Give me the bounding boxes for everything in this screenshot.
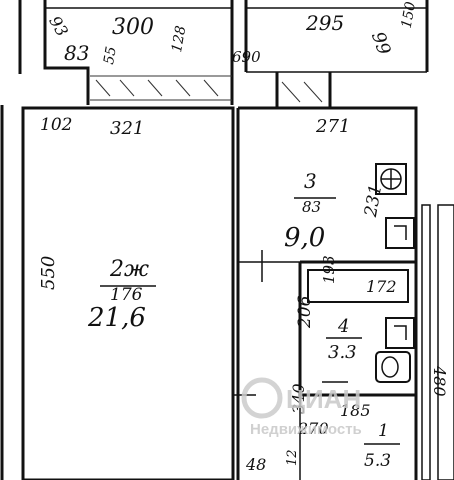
dim-top-left-rot: 128	[169, 24, 189, 53]
dim-top-right-width: 295	[305, 11, 344, 35]
bathtub-icon	[307, 269, 409, 303]
dim-wc-height: 340	[289, 383, 308, 414]
room-bath-number: 4	[337, 316, 349, 337]
room-hall-number: 1	[378, 421, 389, 441]
sink-icon	[385, 217, 415, 249]
room-kitchen-height: 83	[302, 198, 321, 216]
watermark-text: ЦИАН	[286, 384, 361, 414]
dim-top-left-depth: 93	[45, 13, 72, 40]
washbasin-icon	[385, 317, 415, 349]
dim-bath-width: 172	[366, 277, 397, 296]
dim-top-right-depth: 99	[367, 29, 395, 58]
dim-top-left-inner: 83	[64, 41, 89, 65]
dim-top-left-mark: 55	[101, 45, 120, 65]
room-living-area: 21,6	[87, 303, 146, 333]
room-kitchen-area: 9,0	[284, 223, 325, 253]
fixtures	[232, 163, 415, 396]
dim-hall-height: 206	[295, 295, 315, 329]
dim-corner: 102	[40, 115, 72, 135]
dim-room-height: 550	[38, 256, 59, 290]
room-kitchen-number: 3	[304, 169, 317, 193]
room-labels: 2ж 176 21,6 3 83 9,0 4 3.3 1 5.3	[87, 169, 400, 471]
dim-door-small: 12	[285, 449, 300, 466]
toilet-icon	[375, 351, 411, 383]
room-bath-area: 3.3	[328, 342, 357, 363]
dim-gap: 690	[232, 48, 261, 66]
dim-corridor-depth: 185	[340, 401, 371, 420]
room-living-number: 2ж	[109, 257, 149, 282]
dim-room-width: 321	[110, 118, 144, 139]
dim-door-offset: 48	[245, 455, 266, 474]
watermark: ЦИАН Недвижимость	[241, 377, 362, 438]
dim-bath-depth: 193	[320, 255, 338, 284]
window-hatch	[95, 79, 323, 103]
dim-kitchen-width: 271	[315, 116, 350, 137]
dimension-labels: 300 295 93 99 150 83 55 128 690 102 321 …	[38, 0, 449, 474]
dim-right-edge: 480	[430, 365, 449, 397]
room-living-height: 176	[110, 285, 143, 305]
dim-top-right-small: 150	[399, 0, 419, 29]
dim-corridor-width: 270	[297, 419, 329, 438]
dim-kitchen-height: 231	[361, 183, 387, 219]
room-hall-area: 5.3	[364, 451, 391, 471]
dim-top-left-width: 300	[112, 15, 154, 40]
watermark-subtext: Недвижимость	[250, 421, 362, 438]
